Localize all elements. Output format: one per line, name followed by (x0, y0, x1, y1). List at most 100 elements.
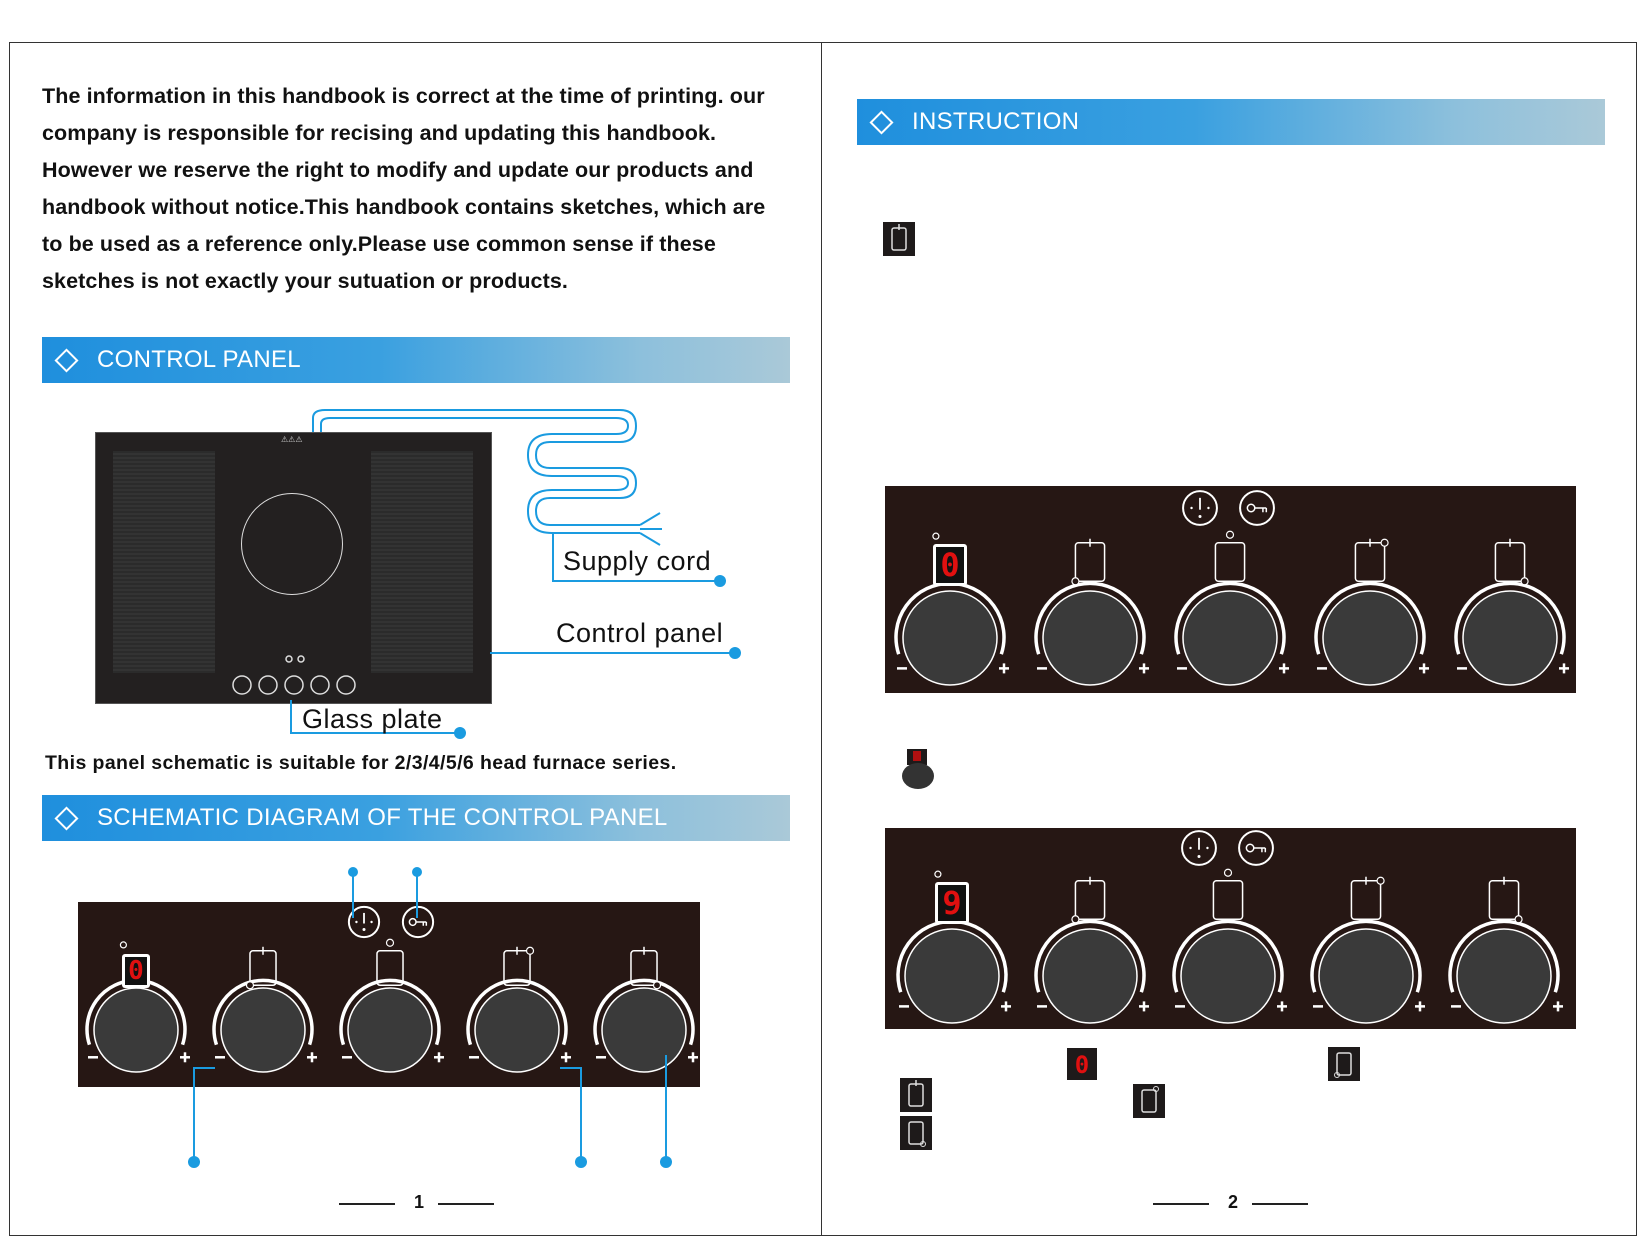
plus-icon (1001, 1001, 1011, 1012)
minus-icon (899, 1005, 909, 1008)
panel1-knobs (894, 490, 1569, 686)
rotary-knob (93, 987, 179, 1073)
power-arc (1448, 919, 1560, 993)
power-arc (1314, 581, 1426, 655)
zone-indicator-icon (1494, 538, 1529, 586)
plus-icon (1415, 1001, 1425, 1012)
intro-line: company is responsible for recising and … (42, 121, 717, 145)
diamond-icon (869, 109, 894, 135)
panel-caption: This panel schematic is suitable for 2/3… (45, 752, 677, 774)
minus-icon (1317, 667, 1327, 670)
diamond-icon (54, 805, 79, 831)
page-divider (821, 42, 822, 1236)
intro-line: However we reserve the right to modify a… (42, 158, 754, 182)
minus-icon (1177, 667, 1187, 670)
power-arc (1174, 581, 1286, 655)
digit-value: 0 (936, 547, 964, 583)
plus-icon (561, 1052, 571, 1063)
timer-icon (347, 905, 381, 939)
rotary-knob (1462, 590, 1558, 686)
zone-indicator-icon (1071, 876, 1106, 924)
minus-icon (897, 667, 907, 670)
plus-icon (1279, 663, 1289, 674)
key-lock-icon (1239, 490, 1275, 526)
plus-icon (1139, 1001, 1149, 1012)
zone-indicator-icon (1354, 538, 1389, 583)
rotary-knob (1318, 928, 1414, 1024)
rotary-knob (1042, 590, 1138, 686)
plus-icon (180, 1052, 190, 1063)
intro-paragraph: The information in this handbook is corr… (42, 78, 802, 300)
diamond-icon (54, 347, 79, 373)
rotary-knob (902, 590, 998, 686)
page-number-right: 2 (1228, 1192, 1239, 1212)
panel2-knobs (896, 830, 1563, 1024)
power-arc (1454, 581, 1566, 655)
zone-indicator-icon (900, 1078, 932, 1112)
minus-icon (1313, 1005, 1323, 1008)
mini-digit-display: 0 (1066, 1047, 1098, 1081)
control-panel-banner: CONTROL PANEL (42, 337, 790, 383)
plus-icon (434, 1052, 444, 1063)
zone-indicator-icon (1212, 868, 1244, 921)
page-number-left: 1 (414, 1192, 425, 1212)
schematic-knobs (85, 905, 698, 1073)
intro-line: The information in this handbook is corr… (42, 84, 765, 108)
rotary-knob (1042, 928, 1138, 1024)
left-cooking-zone (113, 451, 215, 673)
power-arc (466, 978, 568, 1046)
rotary-knob (601, 987, 687, 1073)
rotary-knob (1322, 590, 1418, 686)
rotary-knob (220, 987, 306, 1073)
instruction-heading: INSTRUCTION (912, 108, 1080, 135)
cooktop-illustration: ⚠⚠⚠ (95, 432, 492, 704)
page-frame (9, 42, 1637, 1236)
digit-value: 0 (125, 957, 147, 985)
cooktop-knobs (232, 655, 356, 695)
instruction-banner: INSTRUCTION (857, 99, 1605, 145)
rotary-knob (1180, 928, 1276, 1024)
plus-icon (1277, 1001, 1287, 1012)
minus-icon (88, 1056, 98, 1059)
plus-icon (688, 1052, 698, 1063)
timer-icon (1182, 490, 1218, 526)
rotary-knob (474, 987, 560, 1073)
schematic-heading: SCHEMATIC DIAGRAM OF THE CONTROL PANEL (97, 804, 668, 831)
rotary-knob (1456, 928, 1552, 1024)
instruction-control-panel-1: 0 (885, 486, 1576, 693)
control-panel-heading: CONTROL PANEL (97, 346, 301, 373)
zone-indicator-icon (245, 946, 277, 990)
minus-icon (215, 1056, 225, 1059)
plus-icon (1553, 1001, 1563, 1012)
minus-icon (596, 1056, 606, 1059)
intro-line: handbook without notice.This handbook co… (42, 195, 766, 219)
mini-digit-value: 0 (1067, 1048, 1097, 1080)
digit-display: 0 (933, 544, 967, 586)
zone-indicator-icon (1133, 1084, 1165, 1118)
schematic-leaders (188, 867, 672, 1168)
power-arc (1172, 919, 1284, 993)
power-arc (593, 978, 695, 1046)
knob-glyph (900, 747, 936, 789)
zone-marker (934, 870, 942, 878)
zone-indicator-icon (630, 946, 662, 990)
right-cooking-zone (371, 451, 473, 673)
instruction-control-panel-2: 9 (885, 828, 1576, 1029)
intro-line: to be used as a reference only.Please us… (42, 232, 716, 256)
digit-display: 9 (935, 882, 969, 924)
power-arc (1034, 919, 1146, 993)
minus-icon (1037, 1005, 1047, 1008)
plus-icon (1139, 663, 1149, 674)
zone-marker (119, 941, 128, 949)
zone-indicator-icon (1071, 538, 1106, 586)
plus-icon (1419, 663, 1429, 674)
minus-icon (469, 1056, 479, 1059)
minus-icon (1175, 1005, 1185, 1008)
plus-icon (999, 663, 1009, 674)
page-number-rule (1252, 1203, 1308, 1205)
page-number-rule (1153, 1203, 1209, 1205)
power-arc (339, 978, 441, 1046)
plus-icon (307, 1052, 317, 1063)
minus-icon (1457, 667, 1467, 670)
control-panel-label: Control panel (556, 618, 724, 648)
